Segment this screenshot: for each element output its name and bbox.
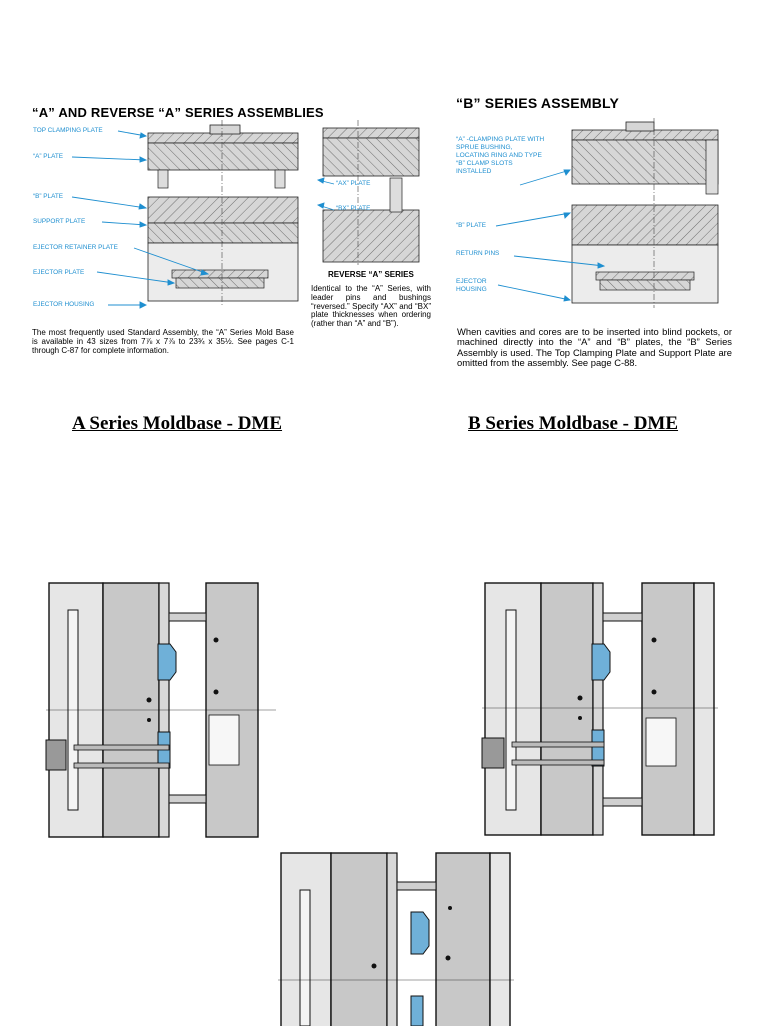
label-ejector-retainer-plate: EJECTOR RETAINER PLATE xyxy=(33,244,118,251)
label-b-plate: “B” PLATE xyxy=(33,193,64,200)
b-series-heading: “B” SERIES ASSEMBLY xyxy=(456,95,620,111)
label-top-clamping-plate: TOP CLAMPING PLATE xyxy=(33,127,103,134)
label-ejector-housing: EJECTOR HOUSING xyxy=(33,301,95,308)
label-a-plate: “A” PLATE xyxy=(33,153,64,160)
label-a-clamping-plate: “A” -CLAMPING PLATE WITH SPRUE BUSHING, … xyxy=(456,136,545,175)
mold-illustration-right xyxy=(481,582,718,836)
label-support-plate: SUPPORT PLATE xyxy=(33,218,86,225)
label-ax-plate: “AX” PLATE xyxy=(336,180,371,187)
label-bx-plate: “BX” PLATE xyxy=(336,205,371,212)
reverse-a-series-caption: Identical to the “A” Series, with leader… xyxy=(311,284,431,329)
label-b-series-ejector-housing: EJECTOR HOUSING xyxy=(456,278,487,293)
label-ejector-plate: EJECTOR PLATE xyxy=(33,269,85,276)
a-series-page-title: A Series Moldbase - DME xyxy=(72,413,283,434)
mold-illustration-left xyxy=(45,582,276,838)
mold-illustration-bottom xyxy=(278,852,514,1026)
label-return-pins: RETURN PINS xyxy=(456,250,500,257)
b-series-page-title: B Series Moldbase - DME xyxy=(468,413,679,434)
reverse-a-series-title: REVERSE “A” SERIES xyxy=(328,270,414,279)
a-series-heading: “A” AND REVERSE “A” SERIES ASSEMBLIES xyxy=(32,105,324,120)
label-b-series-b-plate: “B” PLATE xyxy=(456,222,487,229)
b-series-caption: When cavities and cores are to be insert… xyxy=(457,326,732,369)
a-series-caption: The most frequently used Standard Assemb… xyxy=(32,328,294,355)
